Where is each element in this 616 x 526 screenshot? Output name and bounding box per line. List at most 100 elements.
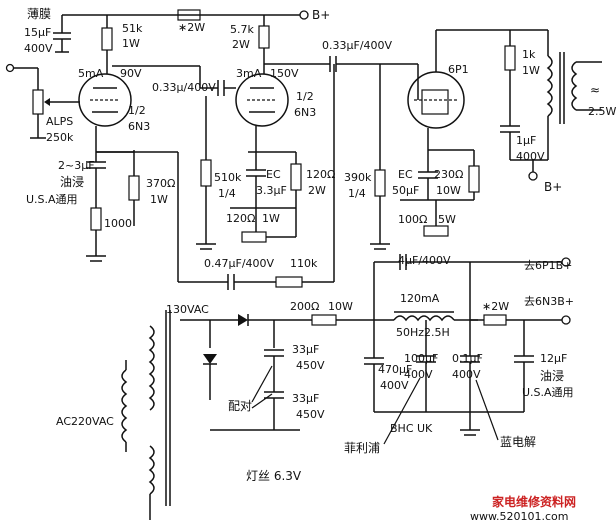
label-b-plus-right: B+: [544, 180, 562, 194]
label-tube2-a: 1/2: [296, 90, 314, 103]
label-r120-2w-w: 2W: [308, 184, 326, 197]
alps-potentiometer: [5, 63, 80, 139]
label-i5ma: 5mA: [78, 67, 104, 80]
label-r51k-w: 1W: [122, 37, 140, 50]
thin-film-capacitor: [53, 15, 71, 53]
tube2-cathode-network: [196, 87, 302, 250]
label-c1u: 1μF: [516, 134, 536, 147]
label-r510k-w: 1/4: [218, 187, 236, 200]
rectifier-filter: [180, 314, 374, 431]
label-to-6n3: 去6N3B+: [524, 295, 574, 308]
feedback-network: [178, 64, 335, 290]
label-to-6p1: 去6P1B+: [524, 259, 572, 272]
label-star2w-mid: ∗2W: [482, 300, 509, 313]
label-r57k: 5.7k: [230, 23, 254, 36]
label-c470: 470μF: [378, 363, 412, 376]
label-c1u-v: 400V: [516, 150, 545, 163]
label-r370-w: 1W: [150, 193, 168, 206]
label-pp-cap: 2~3μF: [58, 159, 95, 172]
power-transformer: [121, 310, 171, 520]
label-c01: 0.1μF: [452, 352, 483, 365]
label-out-w: 2.5W: [588, 105, 616, 118]
label-i3ma: 3mA: [236, 67, 262, 80]
label-r120-1w: 120Ω: [226, 212, 255, 225]
label-star2w-top: ∗2W: [178, 21, 205, 34]
label-r1k-w: 1W: [522, 64, 540, 77]
tube-1-6n3: [78, 73, 132, 127]
label-b-plus-top: B+: [312, 8, 330, 22]
label-thin-film-voltage: 400V: [24, 42, 53, 55]
label-pair: 配对: [228, 399, 252, 413]
label-tube1-b: 6N3: [128, 120, 150, 133]
label-r1000: 1000: [104, 217, 132, 230]
b-plus-terminal-right: [528, 171, 538, 181]
label-alps-val: 250k: [46, 131, 74, 144]
tube-3-6p1: [407, 29, 510, 150]
label-r120-1w-w: 1W: [262, 212, 280, 225]
label-r100-5w: 100Ω: [398, 213, 427, 226]
label-coupling-mid: 0.33μ/400V: [152, 81, 216, 94]
watermark-text: 家电维修资料网: [492, 494, 576, 509]
label-c100: 100μF: [404, 352, 438, 365]
label-alps: ALPS: [46, 115, 73, 128]
label-fb-cap: 0.47μF/400V: [204, 257, 275, 270]
label-r370: 370Ω: [146, 177, 175, 190]
resistor-2w-top: [177, 9, 201, 21]
label-r120-2w: 120Ω: [306, 168, 335, 181]
label-r230: 230Ω: [434, 168, 463, 181]
label-r57k-w: 2W: [232, 38, 250, 51]
coupling-capacitor-top: [264, 56, 418, 72]
label-thin-film-value: 15μF: [24, 26, 51, 39]
label-tube3: 6P1: [448, 63, 469, 76]
label-c01-v: 400V: [452, 368, 481, 381]
label-r200: 200Ω: [290, 300, 319, 313]
label-r51k: 51k: [122, 22, 143, 35]
label-blue-cap: 蓝电解: [500, 435, 536, 449]
label-c12: 12μF: [540, 352, 567, 365]
callout-pointers: [383, 377, 499, 445]
label-oil: 油浸: [60, 175, 84, 189]
label-ec-a-val: 3.3μF: [256, 184, 287, 197]
terminal-6n3-b-plus: [561, 315, 571, 325]
label-v90: 90V: [120, 67, 142, 80]
resistor-5-7k: [258, 15, 270, 72]
label-thin-film: 薄膜: [27, 6, 51, 21]
label-r110k: 110k: [290, 257, 318, 270]
label-ec-a: EC: [266, 168, 281, 181]
label-tube1-a: 1/2: [128, 104, 146, 117]
label-c33b: 33μF: [292, 392, 319, 405]
label-cap4u: 4μF/400V: [398, 254, 451, 267]
label-choke: 50Hz2.5H: [396, 326, 450, 339]
label-ec-b-val: 50μF: [392, 184, 419, 197]
choke-filter: [364, 254, 571, 436]
label-c470-v: 400V: [380, 379, 409, 392]
label-coupling-top: 0.33μF/400V: [322, 39, 393, 52]
top-b-plus-rail: [62, 9, 309, 21]
label-ac-symbol: ≈: [590, 83, 600, 97]
label-c33b-v: 450V: [296, 408, 325, 421]
label-r390k-w: 1/4: [348, 187, 366, 200]
label-r200-w: 10W: [328, 300, 353, 313]
label-i120ma: 120mA: [400, 292, 440, 305]
pair-pointers: [251, 365, 273, 409]
label-c12-usa: U.S.A通用: [522, 386, 574, 399]
label-ec-b: EC: [398, 168, 413, 181]
label-c33a-v: 450V: [296, 359, 325, 372]
coupling-capacitor-mid: [106, 65, 225, 96]
label-r100-5w-w: 5W: [438, 213, 456, 226]
label-ac220: AC220VAC: [56, 415, 114, 428]
label-usa: U.S.A通用: [26, 193, 78, 206]
label-c12-oil: 油浸: [540, 369, 564, 383]
label-bhc: BHC UK: [390, 422, 433, 435]
label-r510k: 510k: [214, 171, 242, 184]
output-stage: [500, 29, 602, 181]
label-vac130: 130VAC: [166, 303, 209, 316]
tube3-grid-network: [370, 64, 480, 250]
label-c100-v: 400V: [404, 368, 433, 381]
label-r230-w: 10W: [436, 184, 461, 197]
tube-2-6n3: [235, 72, 289, 127]
label-tube2-b: 6N3: [294, 106, 316, 119]
label-philips: 菲利浦: [344, 441, 380, 455]
